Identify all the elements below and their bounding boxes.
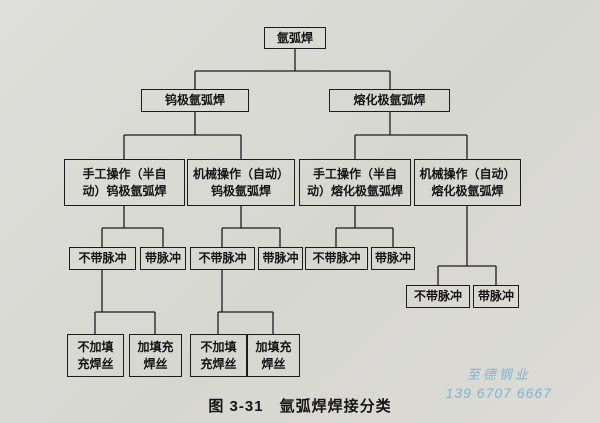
figure-caption: 图 3-31 氩弧焊焊接分类: [208, 398, 392, 415]
box-argon-arc-welding: 氩弧焊: [264, 27, 326, 49]
box-group-d-pulse: 带脉冲: [473, 285, 519, 308]
box-group-b-no-filler-wire: 不加填 充焊丝: [190, 334, 247, 377]
box-tungsten-electrode: 钨极氩弧焊: [141, 89, 249, 112]
box-group-b-pulse: 带脉冲: [258, 247, 303, 270]
box-group-c-no-pulse: 不带脉冲: [305, 247, 368, 270]
box-consumable-electrode: 熔化极氩弧焊: [329, 89, 450, 112]
box-manual-tungsten: 手工操作（半自 动）钨极氩弧焊: [64, 159, 185, 206]
box-group-a-filler-wire: 加填充 焊丝: [129, 334, 182, 377]
box-group-c-pulse: 带脉冲: [371, 247, 415, 270]
box-group-d-no-pulse: 不带脉冲: [406, 285, 470, 308]
box-group-b-no-pulse: 不带脉冲: [190, 247, 255, 270]
box-group-a-pulse: 带脉冲: [140, 247, 186, 270]
box-group-b-filler-wire: 加填充 焊丝: [247, 334, 300, 377]
watermark-name: 至德钢业: [466, 367, 531, 382]
box-manual-consumable: 手工操作（半自 动）熔化极氩弧焊: [299, 159, 411, 206]
box-group-a-no-filler-wire: 不加填 充焊丝: [67, 334, 124, 377]
box-mechanical-tungsten: 机械操作（自动） 钨极氩弧焊: [187, 159, 295, 206]
box-mechanical-consumable: 机械操作（自动） 熔化极氩弧焊: [414, 159, 521, 206]
watermark: 至德钢业 139 6707 6667: [446, 366, 552, 402]
watermark-phone: 139 6707 6667: [445, 384, 552, 401]
box-group-a-no-pulse: 不带脉冲: [69, 247, 136, 270]
